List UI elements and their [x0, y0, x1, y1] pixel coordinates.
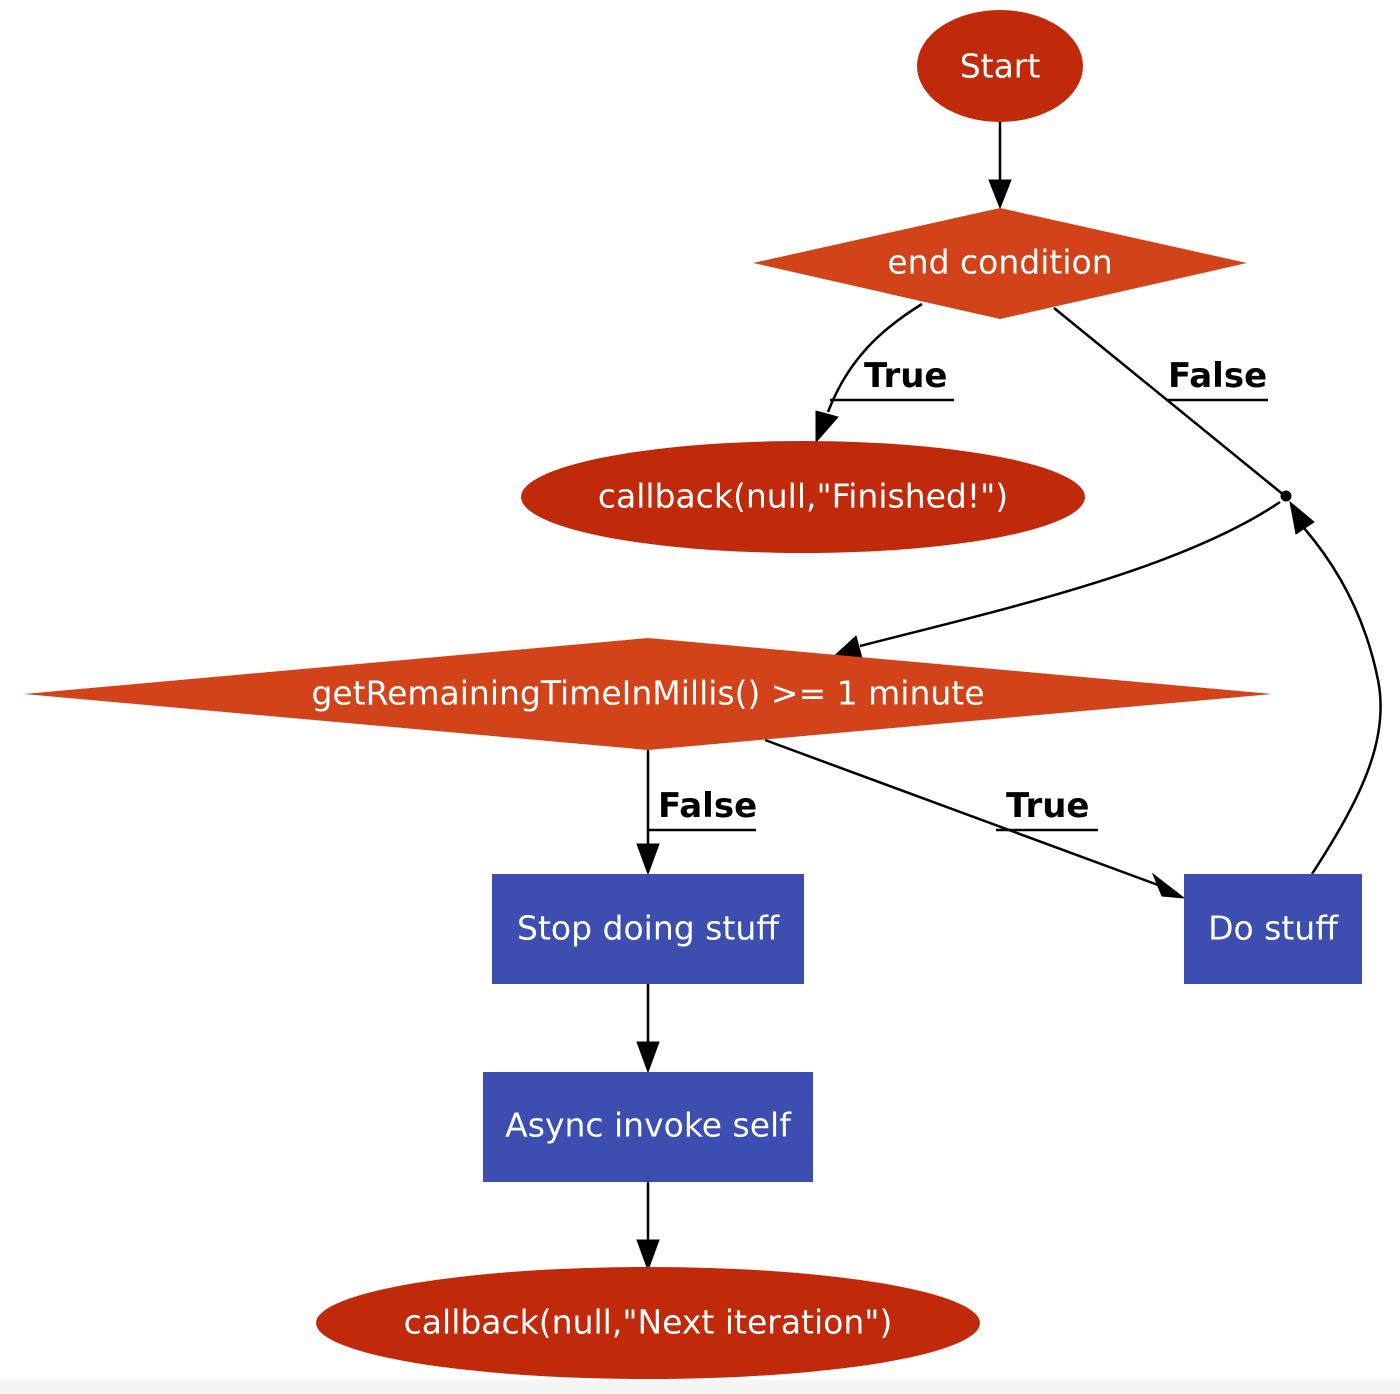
- edge-label-end-true: True: [864, 356, 948, 396]
- callback-next-ellipse: [316, 1267, 980, 1379]
- arrowhead-remaining-time-false: [636, 843, 660, 876]
- end-condition-diamond: [753, 208, 1247, 319]
- edge-end-condition-false: [1053, 307, 1286, 497]
- arrowhead-end-condition-true: [815, 410, 839, 444]
- async-invoke-box: [483, 1072, 813, 1182]
- node-do-stuff: Do stuff: [1184, 874, 1362, 984]
- edge-label-end-false: False: [1168, 356, 1267, 396]
- callback-finished-label: callback(null,"Finished!"): [598, 477, 1008, 516]
- node-callback-next: callback(null,"Next iteration"): [316, 1267, 980, 1379]
- end-condition-label: end condition: [887, 243, 1112, 282]
- start-label: Start: [960, 47, 1041, 86]
- callback-next-label: callback(null,"Next iteration"): [404, 1303, 893, 1342]
- edges: [636, 122, 1382, 1272]
- arrowhead-start-to-end-condition: [988, 179, 1012, 210]
- node-start: Start: [917, 10, 1083, 122]
- arrowhead-async-to-callback-next: [636, 1239, 660, 1272]
- edge-label-time-true: True: [1006, 786, 1090, 826]
- edge-label-time-false: False: [658, 786, 757, 826]
- edge-do-stuff-to-junction: [1303, 527, 1382, 875]
- start-ellipse: [917, 10, 1083, 122]
- async-invoke-label: Async invoke self: [505, 1106, 792, 1145]
- callback-finished-ellipse: [521, 441, 1085, 553]
- bottom-strip: [0, 1380, 1400, 1394]
- arrowhead-remaining-time-true: [1151, 872, 1186, 899]
- remaining-time-label: getRemainingTimeInMillis() >= 1 minute: [311, 674, 984, 713]
- stop-doing-stuff-label: Stop doing stuff: [517, 909, 780, 948]
- node-remaining-time: getRemainingTimeInMillis() >= 1 minute: [24, 638, 1272, 750]
- node-stop-doing-stuff: Stop doing stuff: [492, 874, 804, 984]
- do-stuff-label: Do stuff: [1208, 909, 1339, 948]
- edge-labels: True False False True: [648, 356, 1268, 832]
- node-callback-finished: callback(null,"Finished!"): [521, 441, 1085, 553]
- junction-dot: [1280, 490, 1292, 502]
- arrowhead-stop-to-async: [636, 1041, 660, 1074]
- arrowhead-do-stuff-to-junction: [1289, 500, 1315, 535]
- node-end-condition: end condition: [753, 208, 1247, 319]
- edge-junction-to-remaining-time: [859, 500, 1281, 648]
- stop-doing-stuff-box: [492, 874, 804, 984]
- nodes: Start end condition callback(null,"Finis…: [24, 10, 1362, 1379]
- remaining-time-diamond: [24, 638, 1272, 750]
- node-async-invoke: Async invoke self: [483, 1072, 813, 1182]
- edge-remaining-time-true: [764, 738, 1159, 887]
- do-stuff-box: [1184, 874, 1362, 984]
- edge-end-condition-true: [826, 302, 923, 413]
